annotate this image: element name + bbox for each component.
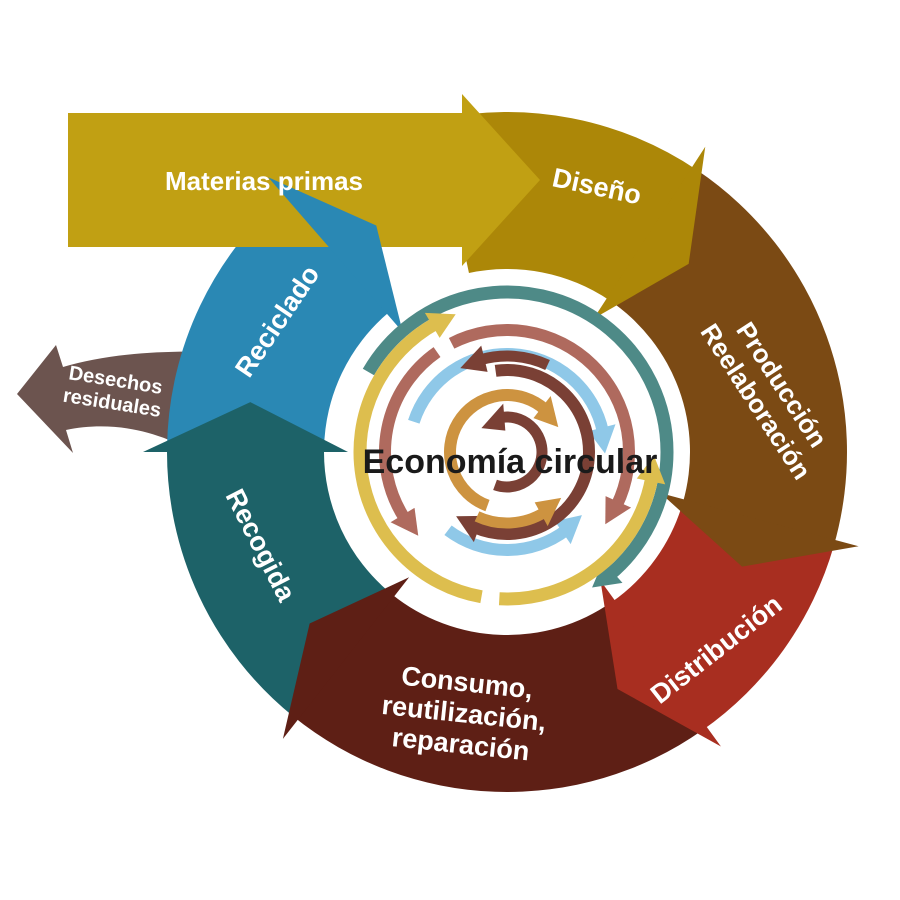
segment-reciclado-body bbox=[167, 191, 390, 449]
spiral-arc-1-arrowhead-icon bbox=[424, 312, 456, 338]
spiral-arc-3-arrowhead-icon bbox=[605, 496, 632, 525]
segment-recogida-arrowhead-icon bbox=[143, 402, 348, 452]
segment-diseno-arrowhead-icon bbox=[593, 146, 706, 319]
segment-produccion-arrowhead-icon bbox=[660, 493, 859, 567]
raw-materials-banner-arrow bbox=[68, 94, 540, 266]
segment-consumo-arrowhead-icon bbox=[282, 577, 410, 739]
spiral-arc-7-arrowhead-icon bbox=[456, 515, 484, 543]
spiral-arc-4 bbox=[379, 347, 441, 522]
spiral-arc-5-arrowhead-icon bbox=[588, 424, 616, 454]
segment-reciclado-arrowhead-icon bbox=[268, 177, 403, 333]
banner-label: Materias primas bbox=[165, 166, 363, 196]
spiral-arc-1 bbox=[353, 317, 483, 604]
spiral-arc-11-arrowhead-icon bbox=[481, 403, 506, 431]
spiral-arc-8 bbox=[479, 350, 550, 371]
spiral-arc-9 bbox=[444, 389, 550, 512]
spiral-arc-2 bbox=[498, 476, 659, 606]
spiral-arc-7 bbox=[472, 364, 595, 540]
spiral-arc-6 bbox=[444, 525, 570, 556]
spiral-arc-8-arrowhead-icon bbox=[460, 345, 488, 372]
spiral-arc-3 bbox=[448, 324, 635, 509]
spiral-arc-0-arrowhead-icon bbox=[592, 561, 623, 588]
segment-distribucion-arrowhead-icon bbox=[600, 580, 721, 747]
center-title: Economía circular bbox=[363, 443, 658, 481]
segment-consumo-label: Consumo,reutilización,reparación bbox=[377, 659, 551, 768]
spiral-arc-2-arrowhead-icon bbox=[636, 455, 666, 485]
spiral-arc-10 bbox=[474, 507, 548, 529]
spiral-arc-10-arrowhead-icon bbox=[534, 497, 562, 527]
waste-exit-arrow bbox=[17, 345, 212, 463]
spiral-arc-11 bbox=[493, 411, 548, 493]
spiral-arc-0 bbox=[362, 285, 674, 580]
spiral-arc-9-arrowhead-icon bbox=[533, 396, 559, 428]
spiral-arc-6-arrowhead-icon bbox=[554, 515, 582, 545]
segment-consumo-body bbox=[293, 594, 703, 792]
spiral-arc-4-arrowhead-icon bbox=[390, 507, 419, 536]
